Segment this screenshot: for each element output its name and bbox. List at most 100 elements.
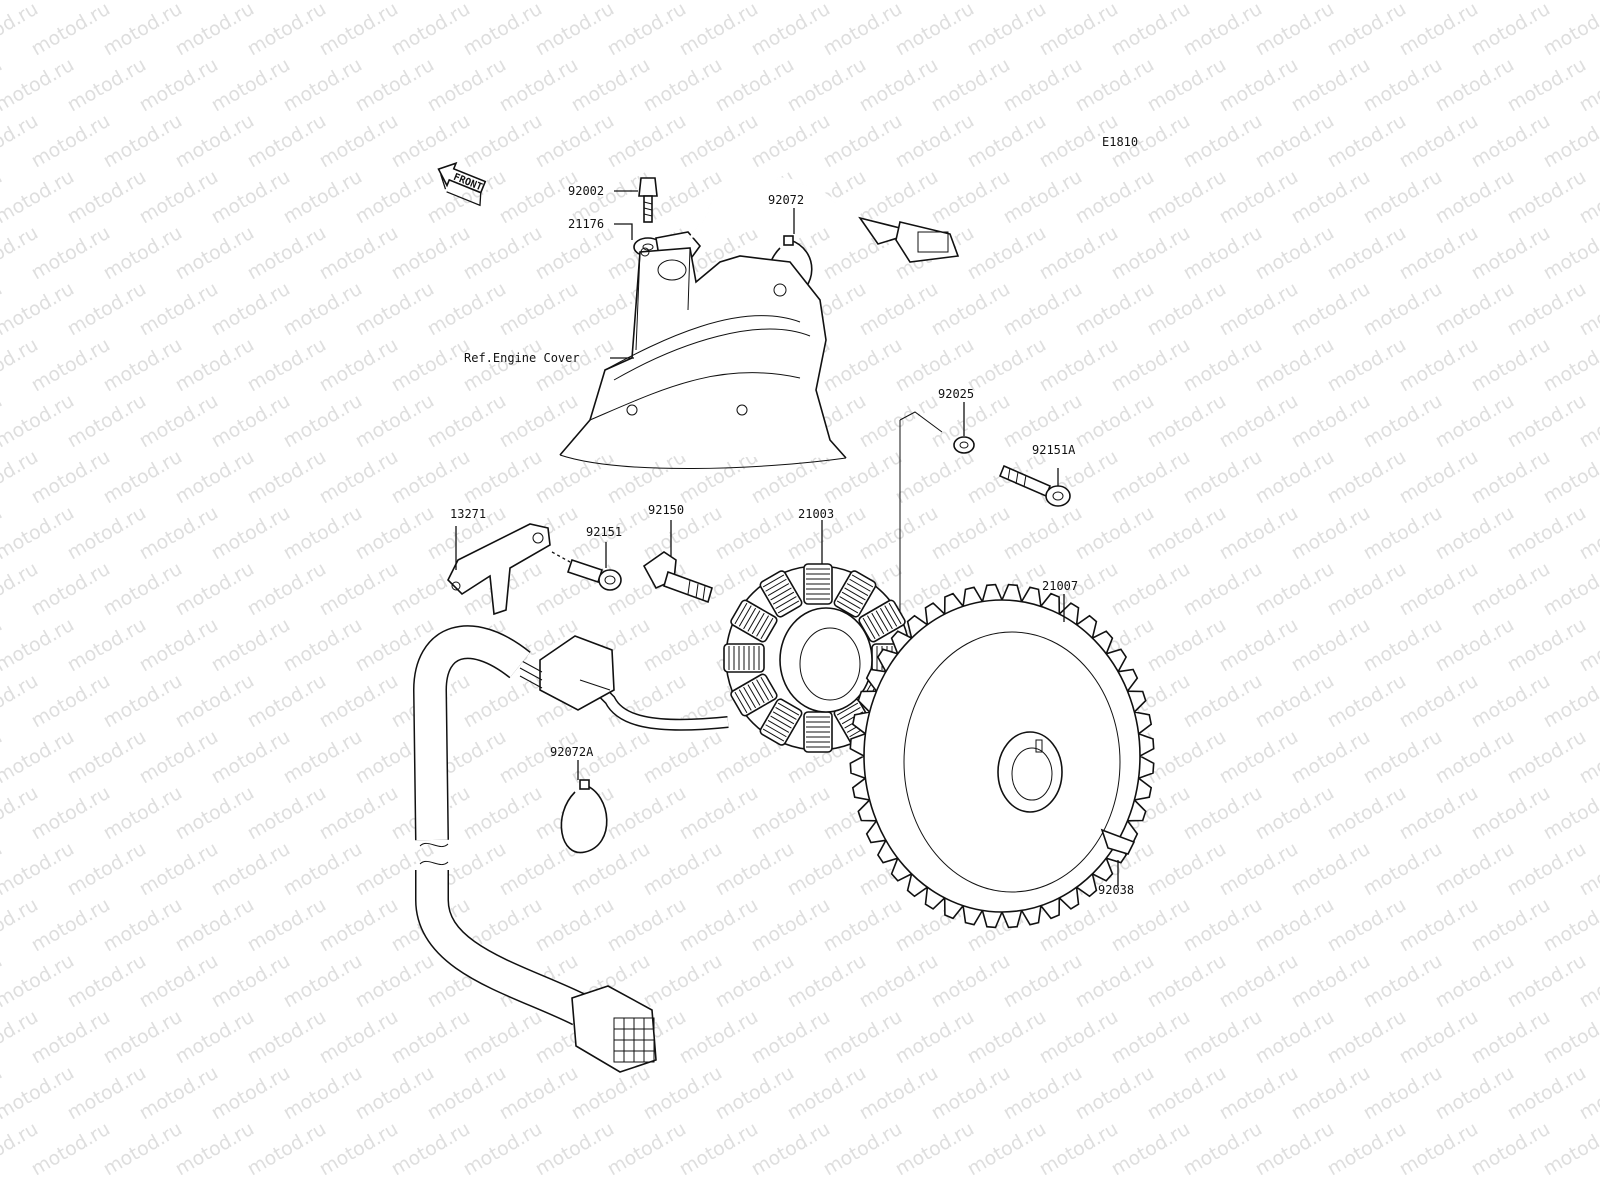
watermark-text: motod.ru [136, 0, 222, 4]
watermark-text: motod.ru [208, 390, 294, 453]
watermark-text: motod.ru [604, 782, 690, 845]
watermark-text: motod.ru [64, 166, 150, 229]
watermark-text: motod.ru [928, 0, 1014, 4]
watermark-text: motod.ru [964, 0, 1050, 60]
watermark-text: motod.ru [1036, 1118, 1122, 1181]
watermark-text: motod.ru [1288, 614, 1374, 677]
coil-winding-line [738, 689, 752, 711]
coil-winding-line [879, 607, 893, 630]
watermark-text: motod.ru [1000, 54, 1086, 117]
watermark-text: motod.ru [460, 110, 546, 173]
watermark-text: motod.ru [1036, 0, 1122, 60]
watermark-text: motod.ru [1180, 334, 1266, 397]
coil-winding-line [862, 617, 876, 640]
watermark-text: motod.ru [1540, 670, 1600, 733]
watermark-text: motod.ru [28, 222, 114, 285]
watermark-text: motod.ru [1216, 726, 1302, 789]
watermark-text: motod.ru [784, 0, 870, 4]
watermark-text: motod.ru [1144, 950, 1230, 1013]
watermark-text: motod.ru [316, 670, 402, 733]
label-92025: 92025 [938, 387, 974, 401]
watermark-text: motod.ru [64, 614, 150, 677]
watermark-text: motod.ru [172, 782, 258, 845]
watermark-text: motod.ru [208, 54, 294, 117]
watermark-text: motod.ru [316, 894, 402, 957]
watermark-text: motod.ru [1432, 0, 1518, 4]
coil-winding-line [747, 684, 761, 706]
coil-winding-line [844, 587, 866, 601]
watermark-text: motod.ru [1432, 390, 1518, 453]
watermark-text: motod.ru [1468, 670, 1554, 733]
watermark-text: motod.ru [460, 0, 546, 60]
coil-winding-line [751, 681, 765, 704]
watermark-text: motod.ru [568, 0, 654, 4]
watermark-text: motod.ru [64, 1062, 150, 1125]
watermark-text: motod.ru [0, 278, 78, 341]
watermark-text: motod.ru [100, 1118, 186, 1181]
watermark-text: motod.ru [676, 110, 762, 173]
coil-winding-line [734, 691, 748, 714]
coil-winding-line [884, 605, 898, 627]
watermark-text: motod.ru [1360, 166, 1446, 229]
watermark-text: motod.ru [388, 334, 474, 397]
watermark-text: motod.ru [604, 1118, 690, 1181]
watermark-text: motod.ru [1324, 110, 1410, 173]
coil-winding-line [846, 583, 869, 597]
watermark-text: motod.ru [136, 950, 222, 1013]
watermark-text: motod.ru [244, 558, 330, 621]
stator-harness [412, 625, 729, 1073]
coil-winding-line [772, 591, 795, 605]
watermark-text: motod.ru [136, 54, 222, 117]
watermark-text: motod.ru [604, 110, 690, 173]
watermark-text: motod.ru [244, 334, 330, 397]
watermark-text: motod.ru [64, 278, 150, 341]
watermark-text: motod.ru [64, 950, 150, 1013]
watermark-text: motod.ru [1144, 726, 1230, 789]
watermark-text: motod.ru [820, 894, 906, 957]
watermark-text: motod.ru [136, 502, 222, 565]
watermark-text: motod.ru [604, 0, 690, 60]
coil-winding-line [849, 578, 871, 592]
watermark-text: motod.ru [856, 166, 942, 229]
watermark-text: motod.ru [172, 222, 258, 285]
watermark-text: motod.ru [1396, 334, 1482, 397]
watermark-text: motod.ru [1432, 278, 1518, 341]
watermark-text: motod.ru [0, 1062, 78, 1125]
watermark-text: motod.ru [1432, 838, 1518, 901]
watermark-text: motod.ru [1144, 390, 1230, 453]
watermark-text: motod.ru [172, 1006, 258, 1069]
watermark-text: motod.ru [316, 0, 402, 60]
coil-winding-line [839, 596, 861, 610]
watermark-text: motod.ru [1324, 1118, 1410, 1181]
watermark-text: motod.ru [352, 278, 438, 341]
watermark-text: motod.ru [1072, 502, 1158, 565]
watermark-text: motod.ru [1216, 1062, 1302, 1125]
coil-winding-line [756, 615, 770, 637]
watermark-text: motod.ru [1396, 222, 1482, 285]
coil-winding-line [836, 702, 859, 716]
watermark-text: motod.ru [316, 1118, 402, 1181]
watermark-text: motod.ru [1396, 670, 1482, 733]
watermark-text: motod.ru [1324, 894, 1410, 957]
watermark-text: motod.ru [100, 446, 186, 509]
watermark-text: motod.ru [568, 1062, 654, 1125]
watermark-text: motod.ru [1468, 0, 1554, 60]
watermark-text: motod.ru [100, 110, 186, 173]
watermark-text: motod.ru [100, 334, 186, 397]
watermark-text: motod.ru [640, 726, 726, 789]
watermark-text: motod.ru [964, 1006, 1050, 1069]
watermark-text: motod.ru [280, 278, 366, 341]
watermark-text: motod.ru [1324, 558, 1410, 621]
watermark-text: motod.ru [532, 894, 618, 957]
watermark-text: motod.ru [136, 390, 222, 453]
watermark-text: motod.ru [1324, 222, 1410, 285]
watermark-text: motod.ru [136, 838, 222, 901]
watermark-text: motod.ru [1000, 1062, 1086, 1125]
watermark-text: motod.ru [352, 390, 438, 453]
coil-winding-line [772, 711, 795, 725]
watermark-text: motod.ru [748, 1006, 834, 1069]
watermark-text: motod.ru [0, 0, 78, 4]
watermark-text: motod.ru [1144, 614, 1230, 677]
watermark-text: motod.ru [712, 950, 798, 1013]
watermark-text: motod.ru [820, 1118, 906, 1181]
